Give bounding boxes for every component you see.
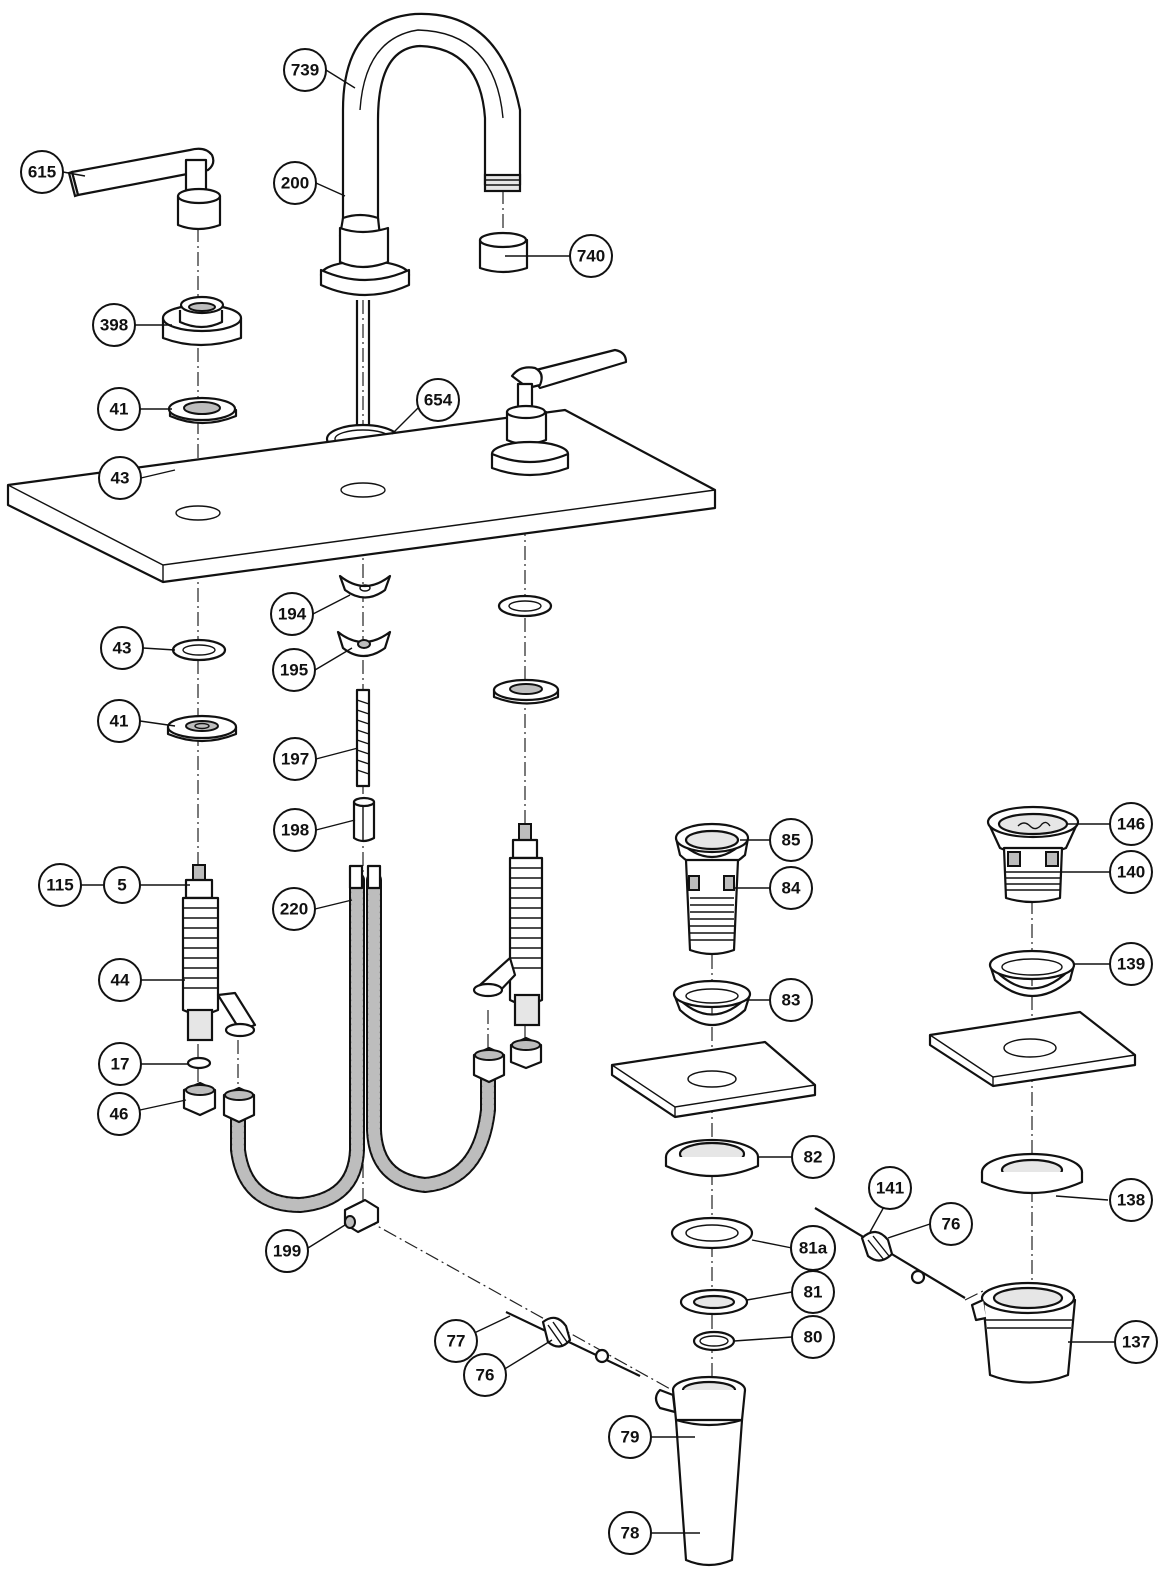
callout-615: 615 [20,150,64,194]
right-drain-stack [970,805,1084,1384]
pivot-rod-right [814,1207,966,1299]
svg-text:739: 739 [291,61,319,80]
svg-text:654: 654 [424,391,453,410]
svg-text:137: 137 [1122,1333,1150,1352]
right-handle-assembly [490,348,628,477]
callout-83: 83 [769,978,813,1022]
callout-78: 78 [608,1511,652,1555]
svg-text:41: 41 [110,400,129,419]
callout-141: 141 [868,1166,912,1210]
svg-text:138: 138 [1117,1191,1145,1210]
callout-41-upper: 41 [97,387,141,431]
supply-hoses [222,864,506,1214]
callout-199: 199 [265,1229,309,1273]
callout-198: 198 [273,808,317,852]
svg-text:615: 615 [28,163,56,182]
callout-398: 398 [92,303,136,347]
callout-41-lower: 41 [97,699,141,743]
svg-text:44: 44 [111,971,130,990]
center-lines [197,190,1033,1401]
center-mount-hardware [336,574,392,843]
callout-44: 44 [98,958,142,1002]
callout-140: 140 [1109,850,1153,894]
lower-right-washers [492,594,560,705]
svg-text:79: 79 [621,1428,640,1447]
svg-text:195: 195 [280,661,308,680]
callout-81a: 81a [790,1225,836,1271]
callout-194: 194 [270,592,314,636]
svg-text:140: 140 [1117,863,1145,882]
right-valve-body [472,823,544,1070]
svg-text:398: 398 [100,316,128,335]
callout-195: 195 [272,648,316,692]
callout-85: 85 [769,818,813,862]
svg-text:76: 76 [942,1215,961,1234]
callout-80: 80 [791,1315,835,1359]
callout-82: 82 [791,1135,835,1179]
lower-left-washers [166,638,238,743]
svg-text:200: 200 [281,174,309,193]
callout-84: 84 [769,866,813,910]
callout-197: 197 [273,737,317,781]
basin-plate-center [610,1040,817,1119]
svg-text:81: 81 [804,1283,823,1302]
callout-46: 46 [97,1092,141,1136]
callout-77: 77 [434,1319,478,1363]
callout-220: 220 [272,887,316,931]
callout-115: 115 [38,863,82,907]
svg-text:198: 198 [281,821,309,840]
callout-76-center: 76 [463,1353,507,1397]
drain-tailpiece [654,1375,747,1567]
svg-text:77: 77 [447,1332,466,1351]
svg-text:194: 194 [278,605,307,624]
callout-200: 200 [273,161,317,205]
callout-146: 146 [1109,802,1153,846]
svg-text:46: 46 [110,1105,129,1124]
left-valve-body [181,864,257,1117]
svg-text:740: 740 [577,247,605,266]
clevis-strap [343,1198,380,1234]
pivot-rod-center [505,1311,641,1377]
spout-assembly [319,12,529,480]
svg-text:141: 141 [876,1179,904,1198]
callout-139: 139 [1109,942,1153,986]
svg-text:5: 5 [117,876,126,895]
center-drain-stack [672,822,752,1026]
callout-43-upper: 43 [98,456,142,500]
svg-text:41: 41 [110,712,129,731]
svg-text:82: 82 [804,1148,823,1167]
callout-5: 5 [103,866,141,904]
callout-138: 138 [1109,1178,1153,1222]
callout-740: 740 [569,234,613,278]
svg-text:146: 146 [1117,815,1145,834]
callout-76-right: 76 [929,1202,973,1246]
center-drain-washers [664,1138,760,1352]
leader-lines [62,69,1115,1534]
callout-79: 79 [608,1415,652,1459]
callout-137: 137 [1114,1320,1158,1364]
callout-739: 739 [283,48,327,92]
svg-text:220: 220 [280,900,308,919]
svg-text:199: 199 [273,1242,301,1261]
svg-text:139: 139 [1117,955,1145,974]
svg-text:78: 78 [621,1524,640,1543]
svg-text:83: 83 [782,991,801,1010]
svg-text:197: 197 [281,750,309,769]
basin-plate-right [928,1010,1137,1088]
callout-654: 654 [416,378,460,422]
callout-81: 81 [791,1270,835,1314]
svg-text:76: 76 [476,1366,495,1385]
callout-43-lower: 43 [100,626,144,670]
svg-text:80: 80 [804,1328,823,1347]
svg-text:43: 43 [113,639,132,658]
svg-text:17: 17 [111,1055,130,1074]
callout-17: 17 [98,1042,142,1086]
svg-text:84: 84 [782,879,801,898]
svg-text:115: 115 [46,876,73,895]
svg-text:43: 43 [111,469,130,488]
svg-text:81a: 81a [799,1239,828,1258]
svg-text:85: 85 [782,831,801,850]
